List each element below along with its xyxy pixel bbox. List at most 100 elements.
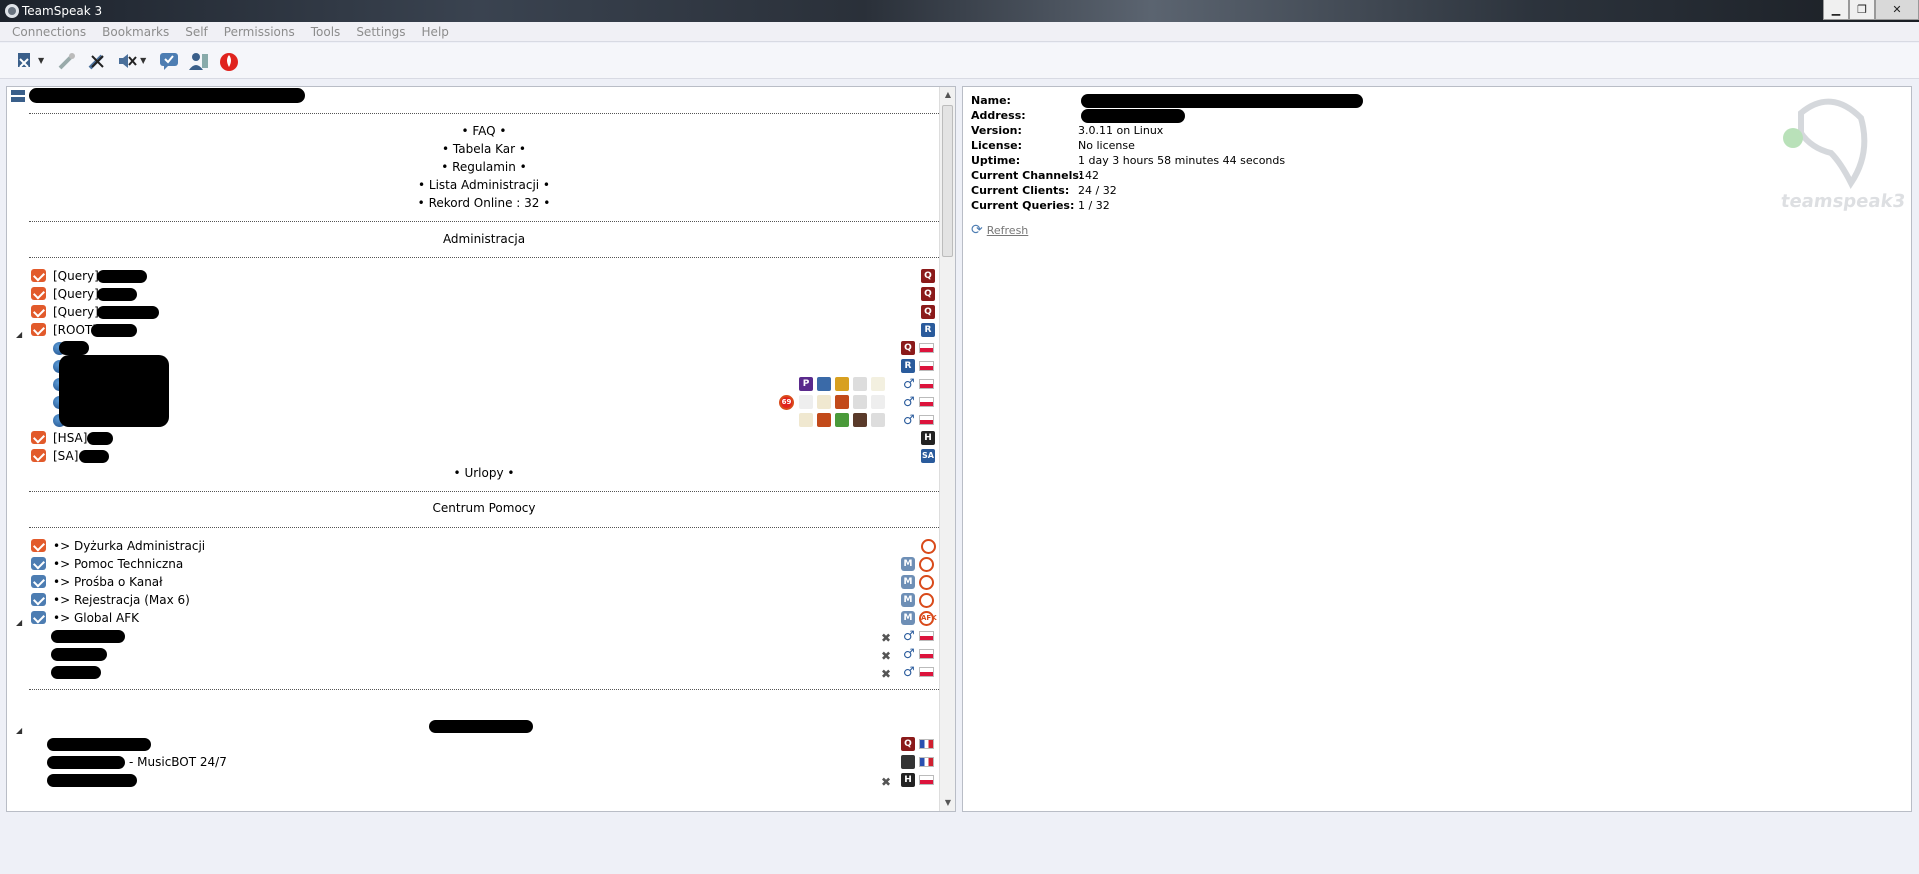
- collapse-arrow-icon[interactable]: ◢: [16, 726, 23, 735]
- rank-icon: [871, 413, 885, 427]
- teamspeak-watermark-logo: teamspeak3: [1771, 93, 1907, 223]
- poland-flag-icon: [919, 667, 934, 677]
- moderated-badge: M: [901, 593, 915, 607]
- refresh-link[interactable]: ⟳ Refresh: [971, 222, 1029, 238]
- channel-rekord-online[interactable]: • Rekord Online : 32 •: [417, 196, 551, 210]
- collapse-arrow-icon[interactable]: ◢: [16, 330, 23, 339]
- channel-tabela-kar[interactable]: • Tabela Kar •: [442, 142, 526, 156]
- menu-permissions[interactable]: Permissions: [223, 24, 295, 39]
- mic-muted-icon: ✖: [881, 775, 892, 789]
- info-license: License: No license: [971, 139, 1135, 152]
- redacted-text: [97, 270, 147, 283]
- menu-bookmarks[interactable]: Bookmarks: [102, 24, 170, 39]
- contacts-button[interactable]: [186, 48, 212, 74]
- france-flag-icon: [919, 757, 934, 767]
- menu-tools[interactable]: Tools: [310, 24, 341, 39]
- channel-tree[interactable]: • FAQ • • Tabela Kar • • Regulamin • • L…: [6, 86, 956, 812]
- away-button[interactable]: [54, 48, 80, 74]
- info-name: Name:: [971, 93, 1671, 108]
- query-badge: Q: [921, 287, 935, 301]
- client-row[interactable]: ✖ ♂: [7, 663, 939, 681]
- channel-icon: [31, 449, 46, 462]
- redacted-server-name: [29, 88, 305, 103]
- tree-scrollbar[interactable]: ▲ ▼: [939, 87, 955, 811]
- info-clients: Current Clients: 24 / 32: [971, 184, 1117, 197]
- channel-sa[interactable]: [SA] SA: [7, 447, 939, 465]
- scroll-thumb[interactable]: [942, 105, 953, 257]
- info-channels: Current Channels: 142: [971, 169, 1099, 182]
- client-row[interactable]: ✖ ♂: [7, 645, 939, 663]
- redacted-text: [59, 341, 89, 355]
- minimize-button[interactable]: ▁: [1823, 0, 1849, 20]
- menu-self[interactable]: Self: [185, 24, 208, 39]
- channel-rejestracja[interactable]: •> Rejestracja (Max 6) M: [7, 591, 939, 609]
- male-icon: ♂: [903, 665, 915, 680]
- channel-icon: [31, 269, 46, 282]
- channel-music[interactable]: ◢: [7, 717, 939, 735]
- separator-line: [29, 527, 939, 528]
- fire-button[interactable]: [216, 48, 242, 74]
- client-row[interactable]: P ♂: [7, 375, 939, 393]
- support-icon: [921, 539, 936, 554]
- menu-help[interactable]: Help: [421, 24, 449, 39]
- channel-regulamin[interactable]: • Regulamin •: [441, 160, 527, 174]
- query-badge: Q: [921, 269, 935, 283]
- channel-root[interactable]: ◢ [ROOT] R: [7, 321, 939, 339]
- status-bar: [0, 812, 1919, 874]
- redacted-server-name: [1081, 94, 1363, 108]
- redacted-text: [91, 324, 137, 337]
- server-row[interactable]: [7, 87, 939, 105]
- disconnect-icon: [18, 52, 30, 68]
- male-icon: ♂: [903, 647, 915, 662]
- disconnect-button[interactable]: [12, 48, 38, 74]
- scroll-down-icon[interactable]: ▼: [944, 798, 952, 807]
- male-icon: ♂: [903, 413, 915, 428]
- query-badge: Q: [901, 737, 915, 751]
- contacts-icon: [189, 52, 209, 70]
- rank-icon: [871, 395, 885, 409]
- menu-settings[interactable]: Settings: [356, 24, 406, 39]
- checkmark-icon: [919, 593, 934, 608]
- client-row[interactable]: ✖ H: [7, 771, 939, 789]
- client-musicbot[interactable]: - MusicBOT 24/7: [7, 753, 939, 771]
- sa-badge: SA: [921, 449, 935, 463]
- channel-icon: [31, 611, 46, 624]
- menu-connections[interactable]: Connections: [12, 24, 87, 39]
- channel-administracja[interactable]: Administracja: [442, 232, 526, 246]
- channel-centrum-pomocy[interactable]: Centrum Pomocy: [432, 501, 536, 515]
- channel-global-afk[interactable]: ◢ •> Global AFK M AFK: [7, 609, 939, 627]
- channel-pomoc-techniczna[interactable]: •> Pomoc Techniczna M: [7, 555, 939, 573]
- chat-button[interactable]: [156, 48, 182, 74]
- channel-query-1[interactable]: [Query] Q: [7, 267, 939, 285]
- speaker-mute-button[interactable]: [114, 48, 140, 74]
- speaker-dropdown-icon[interactable]: ▼: [140, 56, 147, 65]
- bot-icon: [901, 755, 915, 769]
- channel-faq[interactable]: • FAQ •: [461, 124, 507, 138]
- redacted-text: [51, 648, 107, 661]
- channel-hsa[interactable]: [HSA] H: [7, 429, 939, 447]
- channel-urlopy[interactable]: • Urlopy •: [453, 466, 515, 480]
- channel-prosba-o-kanal[interactable]: •> Prośba o Kanał M: [7, 573, 939, 591]
- redacted-text: [97, 288, 137, 301]
- channel-query-2[interactable]: [Query] Q: [7, 285, 939, 303]
- channel-dyzurka[interactable]: •> Dyżurka Administracji: [7, 537, 939, 555]
- minecraft-icon: [835, 413, 849, 427]
- collapse-arrow-icon[interactable]: ◢: [16, 618, 23, 627]
- scroll-up-icon[interactable]: ▲: [944, 90, 952, 99]
- male-icon: ♂: [903, 629, 915, 644]
- rank-icon: [835, 395, 849, 409]
- close-button[interactable]: ✕: [1875, 0, 1919, 20]
- channel-lista-administracji[interactable]: • Lista Administracji •: [417, 178, 551, 192]
- maximize-button[interactable]: ❐: [1849, 0, 1875, 20]
- disconnect-dropdown-icon[interactable]: ▼: [38, 56, 45, 65]
- rank-icon: [853, 413, 867, 427]
- client-row[interactable]: ✖ ♂: [7, 627, 939, 645]
- microphone-mute-button[interactable]: [84, 48, 110, 74]
- channel-query-3[interactable]: [Query] Q: [7, 303, 939, 321]
- client-row[interactable]: Q: [7, 735, 939, 753]
- p-badge: P: [799, 377, 813, 391]
- teamspeak-logo-icon: [1783, 98, 1868, 189]
- window-controls: ▁ ❐ ✕: [1823, 0, 1919, 20]
- separator-line: [29, 257, 939, 258]
- rank-icon: [853, 395, 867, 409]
